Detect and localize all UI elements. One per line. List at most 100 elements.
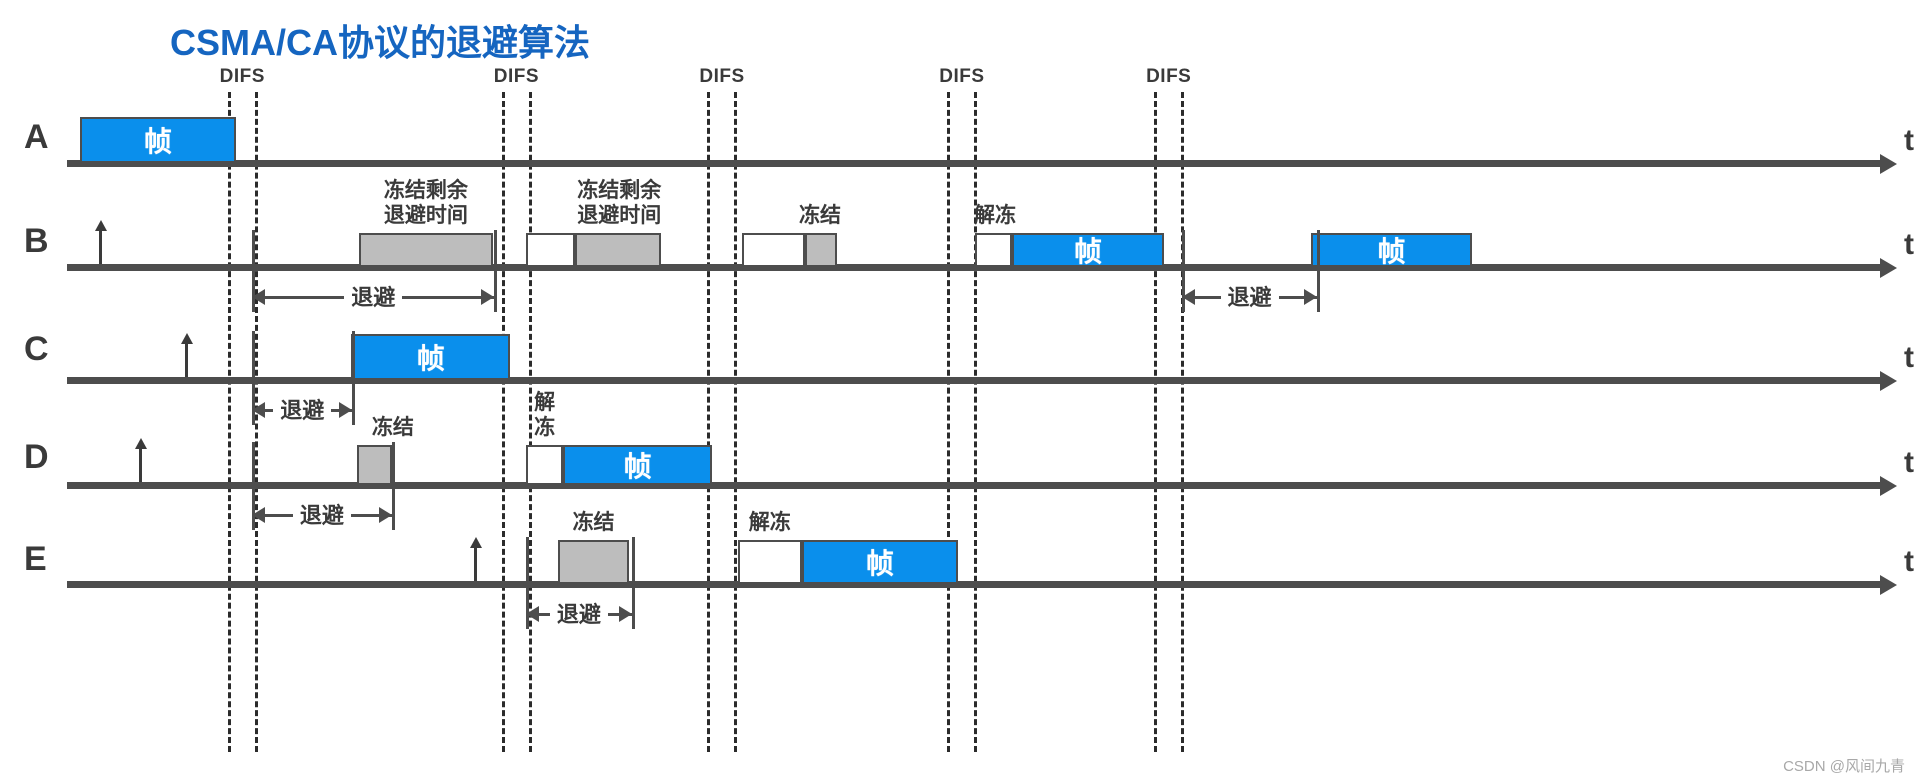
difs-dashed-line <box>254 92 258 752</box>
frame-box-label: 帧 <box>143 126 172 157</box>
axis-time-label: t <box>1904 228 1914 261</box>
difs-dashed-line <box>227 92 231 752</box>
difs-dashed-line <box>707 92 711 752</box>
freeze-box <box>358 233 494 267</box>
annotation-text: 冻结 <box>572 511 615 534</box>
frame-box-label: 帧 <box>416 343 445 374</box>
annotation-text: 冻结剩余 退避时间 <box>577 179 662 227</box>
frame-box-label: 帧 <box>865 548 894 579</box>
arrow-left <box>252 402 266 418</box>
backoff-label: 退避 <box>1220 280 1279 312</box>
annotation-text: 解冻 <box>973 204 1016 227</box>
backoff-label: 退避 <box>549 597 608 629</box>
freeze-box <box>558 540 630 584</box>
arrow-left <box>1182 289 1196 305</box>
difs-dashed-line <box>974 92 978 752</box>
axis-arrowhead <box>1880 154 1897 174</box>
measure-tick <box>252 230 256 312</box>
freeze-box <box>575 233 661 267</box>
annotation-text: 冻结 <box>798 204 841 227</box>
difs-dashed-line <box>947 92 951 752</box>
difs-dashed-line <box>528 92 532 752</box>
thaw-box <box>741 233 806 267</box>
measure-tick <box>391 442 395 530</box>
time-axis-e <box>67 581 1880 588</box>
arrow-right <box>378 507 392 523</box>
frame-box-label: 帧 <box>1377 236 1406 267</box>
time-axis-a <box>67 160 1880 167</box>
axis-arrowhead <box>1880 258 1897 278</box>
difs-dashed-line <box>734 92 738 752</box>
backoff-measure: 退避 <box>252 280 495 312</box>
measure-tick <box>494 230 498 312</box>
axis-time-label: t <box>1904 446 1914 479</box>
axis-time-label: t <box>1904 124 1914 157</box>
measure-tick <box>252 442 256 530</box>
backoff-label: 退避 <box>292 498 351 530</box>
measure-tick <box>1182 230 1186 312</box>
backoff-measure: 退避 <box>252 393 353 425</box>
backoff-label: 退避 <box>273 393 332 425</box>
frame-box: 帧 <box>351 334 511 380</box>
page-title: CSMA/CA协议的退避算法 <box>170 22 590 63</box>
measure-tick <box>352 331 356 425</box>
frame-box: 帧 <box>1012 233 1164 267</box>
axis-time-label: t <box>1904 341 1914 374</box>
annotation-text: 冻结剩余 退避时间 <box>383 179 468 227</box>
frame-box: 帧 <box>801 540 959 584</box>
difs-label: DIFS <box>1146 66 1192 87</box>
annotation-text: 解冻 <box>748 511 791 534</box>
station-label-d: D <box>24 438 49 476</box>
station-label-c: C <box>24 330 49 368</box>
frame-box-label: 帧 <box>1073 236 1102 267</box>
difs-dashed-line <box>1154 92 1158 752</box>
time-axis-d <box>67 482 1880 489</box>
backoff-measure: 退避 <box>1182 280 1317 312</box>
arrow-right <box>1303 289 1317 305</box>
watermark: CSDN @风间九青 <box>1783 758 1905 775</box>
arrow-left <box>526 606 540 622</box>
ready-to-send-arrow <box>95 220 108 264</box>
freeze-box <box>357 445 392 485</box>
annotation-text: 冻结 <box>371 416 414 439</box>
thaw-box <box>737 540 802 584</box>
station-label-a: A <box>24 118 49 156</box>
time-axis-b <box>67 264 1880 271</box>
thaw-box <box>975 233 1013 267</box>
annotation-text: 解 冻 <box>534 391 556 439</box>
measure-tick <box>252 331 256 425</box>
axis-arrowhead <box>1880 476 1897 496</box>
difs-label: DIFS <box>219 66 265 87</box>
axis-arrowhead <box>1880 575 1897 595</box>
ready-to-send-arrow <box>134 438 147 482</box>
backoff-measure: 退避 <box>252 498 392 530</box>
difs-label: DIFS <box>699 66 745 87</box>
measure-tick <box>1316 230 1320 312</box>
frame-box: 帧 <box>1310 233 1473 267</box>
ready-to-send-arrow <box>181 333 194 377</box>
thaw-box <box>526 233 576 267</box>
station-label-e: E <box>24 540 47 578</box>
frame-box: 帧 <box>562 445 713 485</box>
arrow-right <box>618 606 632 622</box>
ready-to-send-arrow <box>469 537 482 581</box>
difs-label: DIFS <box>939 66 985 87</box>
axis-arrowhead <box>1880 371 1897 391</box>
measure-tick <box>526 537 530 629</box>
difs-dashed-line <box>501 92 505 752</box>
arrow-right <box>481 289 495 305</box>
arrow-left <box>252 507 266 523</box>
difs-dashed-line <box>1181 92 1185 752</box>
backoff-measure: 退避 <box>526 597 632 629</box>
backoff-label: 退避 <box>344 280 403 312</box>
axis-time-label: t <box>1904 545 1914 578</box>
difs-label: DIFS <box>493 66 540 87</box>
thaw-box <box>526 445 563 485</box>
frame-box-label: 帧 <box>623 451 652 482</box>
freeze-box <box>805 233 838 267</box>
arrow-right <box>339 402 353 418</box>
measure-tick <box>631 537 635 629</box>
frame-box: 帧 <box>79 117 237 163</box>
station-label-b: B <box>24 222 49 260</box>
